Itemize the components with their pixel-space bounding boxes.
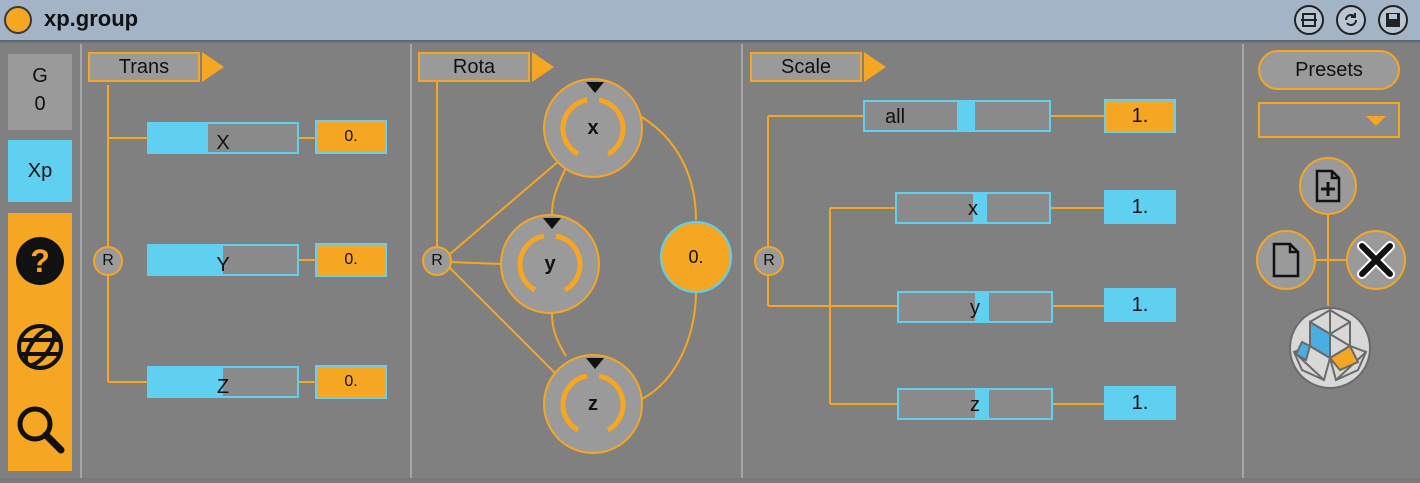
divider	[410, 44, 412, 478]
scale-x-number[interactable]: 1.	[1104, 190, 1176, 224]
scale-y-number[interactable]: 1.	[1104, 288, 1176, 322]
svg-text:?: ?	[30, 243, 50, 279]
group-value: 0	[34, 93, 46, 115]
trans-reset-button[interactable]: R	[93, 246, 123, 276]
refresh-button[interactable]	[1336, 5, 1366, 35]
rota-y-dial[interactable]: y	[500, 214, 600, 314]
delete-preset-button[interactable]	[1346, 230, 1406, 290]
scale-all-number[interactable]: 1.	[1104, 99, 1176, 133]
scale-outlet-icon	[864, 52, 886, 82]
slider-fill	[149, 246, 223, 274]
slider-label: y	[970, 297, 980, 319]
window-dot-icon[interactable]	[4, 6, 32, 34]
slider-fill	[149, 368, 223, 396]
rota-outlet-icon	[532, 52, 554, 82]
trans-y-slider[interactable]: Y	[147, 244, 299, 276]
scale-all-slider[interactable]: all	[863, 100, 1051, 132]
preset-menu[interactable]	[1258, 102, 1400, 138]
xp-button[interactable]: Xp	[8, 140, 72, 202]
help-button[interactable]: ?	[14, 235, 66, 287]
scale-header[interactable]: Scale	[750, 52, 862, 82]
rota-reset-button[interactable]: R	[422, 246, 452, 276]
chevron-down-icon	[1366, 116, 1386, 126]
rota-header[interactable]: Rota	[418, 52, 530, 82]
title-bar: xp.group	[0, 0, 1420, 42]
close-icon	[1357, 241, 1395, 279]
scale-z-slider[interactable]: z	[897, 388, 1053, 420]
slider-label: X	[216, 132, 230, 154]
rota-x-dial[interactable]: x	[543, 78, 643, 178]
fit-window-button[interactable]	[1294, 5, 1324, 35]
presets-button[interactable]: Presets	[1258, 50, 1400, 90]
scale-z-number[interactable]: 1.	[1104, 386, 1176, 420]
globe-button[interactable]	[14, 321, 66, 373]
save-icon	[1386, 13, 1400, 27]
fit-window-icon	[1301, 13, 1317, 27]
slider-label: z	[970, 394, 980, 416]
divider	[741, 44, 743, 478]
geodesic-sphere-icon[interactable]	[1288, 306, 1372, 390]
dial-pointer-icon	[586, 82, 604, 93]
file-button[interactable]	[1256, 230, 1316, 290]
dial-label: z	[588, 393, 598, 415]
rota-number[interactable]: 0.	[660, 221, 732, 293]
globe-icon	[17, 324, 63, 370]
search-icon	[17, 406, 65, 454]
trans-z-slider[interactable]: Z	[147, 366, 299, 398]
divider	[1242, 44, 1244, 478]
divider	[80, 44, 82, 478]
slider-fill	[973, 194, 987, 222]
search-button[interactable]	[14, 403, 66, 455]
slider-fill	[975, 390, 989, 418]
slider-fill	[957, 102, 975, 130]
dial-pointer-icon	[586, 358, 604, 369]
refresh-icon	[1345, 13, 1357, 26]
help-icon: ?	[16, 237, 64, 285]
scale-x-slider[interactable]: x	[895, 192, 1051, 224]
trans-z-number[interactable]: 0.	[315, 365, 387, 399]
file-icon	[1272, 242, 1300, 278]
slider-label: x	[968, 198, 978, 220]
dial-label: x	[587, 117, 599, 139]
new-preset-button[interactable]	[1299, 157, 1357, 215]
slider-label: Z	[216, 376, 230, 398]
slider-fill	[975, 293, 989, 321]
window-title: xp.group	[44, 6, 139, 31]
dial-arc-icon	[560, 97, 626, 157]
slider-label: Y	[216, 254, 230, 276]
scale-reset-button[interactable]: R	[754, 246, 784, 276]
dial-label: y	[544, 253, 556, 275]
trans-y-number[interactable]: 0.	[315, 243, 387, 277]
dial-arc-icon	[560, 373, 626, 433]
dial-arc-icon	[517, 233, 583, 293]
trans-x-number[interactable]: 0.	[315, 120, 387, 154]
file-add-icon	[1315, 169, 1341, 203]
trans-outlet-icon	[202, 52, 224, 82]
group-label: G	[32, 65, 48, 87]
slider-fill	[149, 124, 209, 152]
dial-pointer-icon	[543, 218, 561, 229]
scale-y-slider[interactable]: y	[897, 291, 1053, 323]
tool-strip: ?	[8, 213, 72, 471]
group-indicator[interactable]: G 0	[8, 54, 72, 130]
trans-header[interactable]: Trans	[88, 52, 200, 82]
slider-label: all	[885, 106, 906, 128]
rota-z-dial[interactable]: z	[543, 354, 643, 454]
trans-x-slider[interactable]: X	[147, 122, 299, 154]
save-button[interactable]	[1378, 5, 1408, 35]
